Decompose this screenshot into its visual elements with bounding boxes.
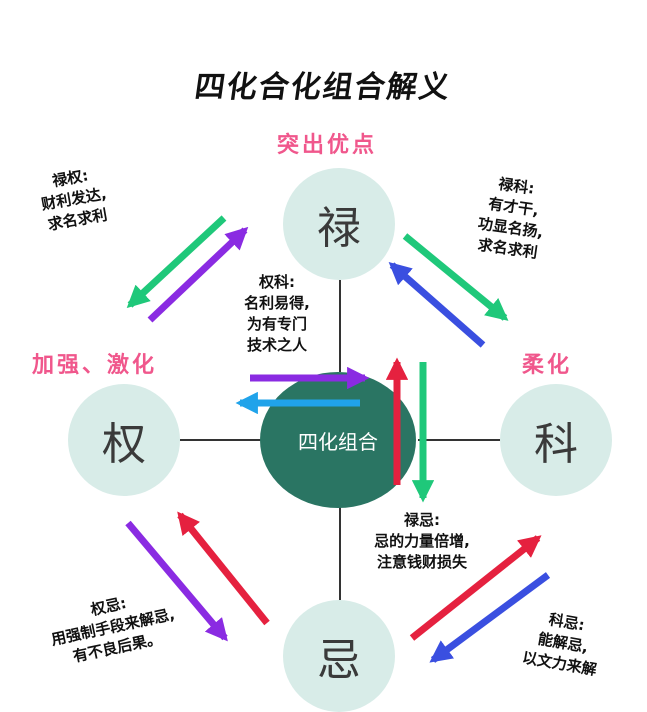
note-lu-ji-line2: 忌的力量倍增, — [374, 532, 470, 550]
arrow-lu-to-quan — [126, 215, 227, 309]
arrows — [125, 215, 551, 663]
connector-lines — [180, 280, 500, 600]
note-lu-ji-line3: 注意钱财损失 — [376, 553, 467, 571]
node-lu: 禄 — [283, 168, 395, 280]
note-lu-ji-line1: 禄忌: — [404, 511, 440, 529]
node-ke: 科 — [500, 384, 612, 496]
arrow-lu-to-ke — [402, 233, 509, 321]
node-quan: 权 — [68, 384, 180, 496]
arrow-ke-to-ji — [429, 572, 551, 663]
arrow-quan-to-lu — [147, 226, 249, 323]
note-lu-ji: 禄忌: 忌的力量倍增, 注意钱财损失 — [352, 510, 492, 573]
arrow-ji-to-quan — [177, 511, 270, 626]
diagram: 四化合化组合解义 突出优点 加强、激化 柔化 禄 权 科 忌 四化组合 — [32, 70, 612, 712]
label-top: 突出优点 — [277, 133, 378, 158]
note-quan-ke-line4: 技术之人 — [246, 336, 307, 354]
arrow-ji-to-ke — [409, 535, 542, 641]
note-quan-ke-line3: 为有专门 — [246, 315, 307, 333]
note-quan-ke-line2: 名利易得, — [244, 294, 310, 312]
label-right: 柔化 — [522, 353, 573, 378]
center-node: 四化组合 — [260, 372, 416, 508]
arrow-ke-to-lu — [388, 262, 486, 348]
arrow-quan-to-ji — [125, 520, 228, 642]
label-left: 加强、激化 — [32, 353, 158, 378]
note-lu-ke: 禄科: 有才干, 功显名扬, 求名求利 — [447, 168, 578, 268]
note-quan-ke-line1: 权科: — [259, 273, 295, 291]
note-quan-ke: 权科: 名利易得, 为有专门 技术之人 — [222, 272, 332, 356]
